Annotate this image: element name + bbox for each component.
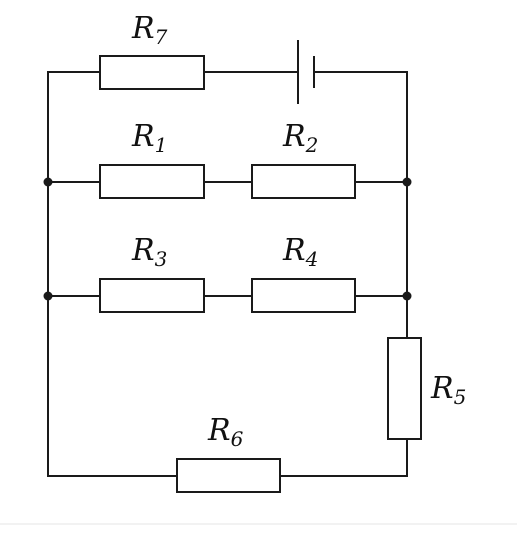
junction-node	[43, 291, 53, 301]
resistor-r7	[99, 55, 205, 90]
resistor-r4	[251, 278, 356, 313]
resistor-r2	[251, 164, 356, 199]
resistor-r3	[99, 278, 205, 313]
resistor-r6	[176, 458, 281, 493]
label-r3: R3	[131, 233, 167, 271]
resistor-r5	[387, 337, 422, 440]
wires	[47, 71, 408, 477]
label-r4: R4	[282, 233, 318, 271]
label-r6: R6	[207, 413, 244, 451]
junction-node	[402, 291, 412, 301]
label-r1: R1	[131, 119, 167, 157]
resistor-r1	[99, 164, 205, 199]
label-r5: R5	[430, 371, 466, 409]
junction-nodes	[43, 177, 412, 301]
label-r7: R7	[131, 11, 168, 49]
battery-icon	[297, 40, 315, 104]
junction-node	[402, 177, 412, 187]
junction-node	[43, 177, 53, 187]
label-r2: R2	[282, 119, 318, 157]
